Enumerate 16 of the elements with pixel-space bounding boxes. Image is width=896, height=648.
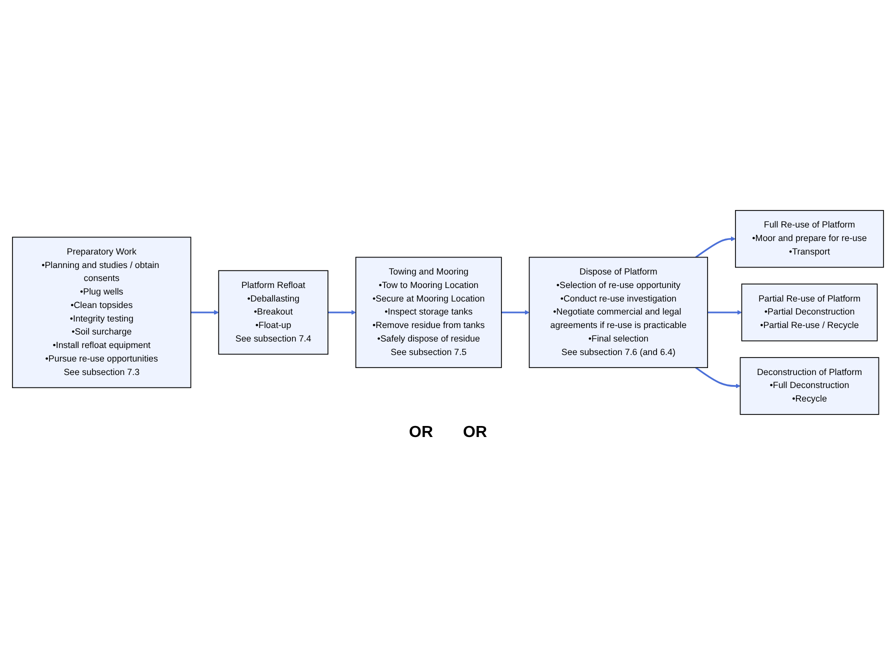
flowchart-drawing: Preparatory Work •Planning and studies / obtain consents •Plug wells •Clean topsides •Integrity testing •Soil surcharge •Install refloat equipment •Pursue re-use opportunities See subsection 7.3 Platform Refloat •Deballasting •Breakout •Float-up See subsection 7.4 Towing and Mooring •Tow to Mooring Location •Secure at Mooring Location •Inspect storage tanks •Remove residue from tanks •Safely dispose of residue See subsection 7.5 Dispose of Platform •Selection of re-use opportunity •Conduct re-use investigation •Negotiate commercial and legal agreements if re-use is practicable •Final selection See subsection 7.6 (and 6.4) Full Re-use of Platform •Moor and prepare for re-use •Transport Partial Re-use of Platform •Partial Deconstruction •Partial Re-use / Recycle Deconstruction of Platform •Full Deconstruction •Recycle	[8, 206, 888, 418]
arrow	[328, 310, 356, 314]
node-box	[355, 256, 502, 368]
node-box	[741, 283, 878, 341]
arrow	[501, 310, 530, 314]
arrow	[695, 236, 736, 258]
or-label: OR	[463, 424, 487, 442]
node-box	[740, 356, 880, 414]
arrow	[190, 310, 219, 314]
node-box	[528, 256, 708, 368]
or-label: OR	[409, 424, 433, 442]
node-box	[12, 236, 192, 388]
arrow	[708, 310, 742, 314]
node-box	[735, 210, 884, 268]
arrow	[695, 366, 740, 388]
node-box	[218, 270, 328, 354]
